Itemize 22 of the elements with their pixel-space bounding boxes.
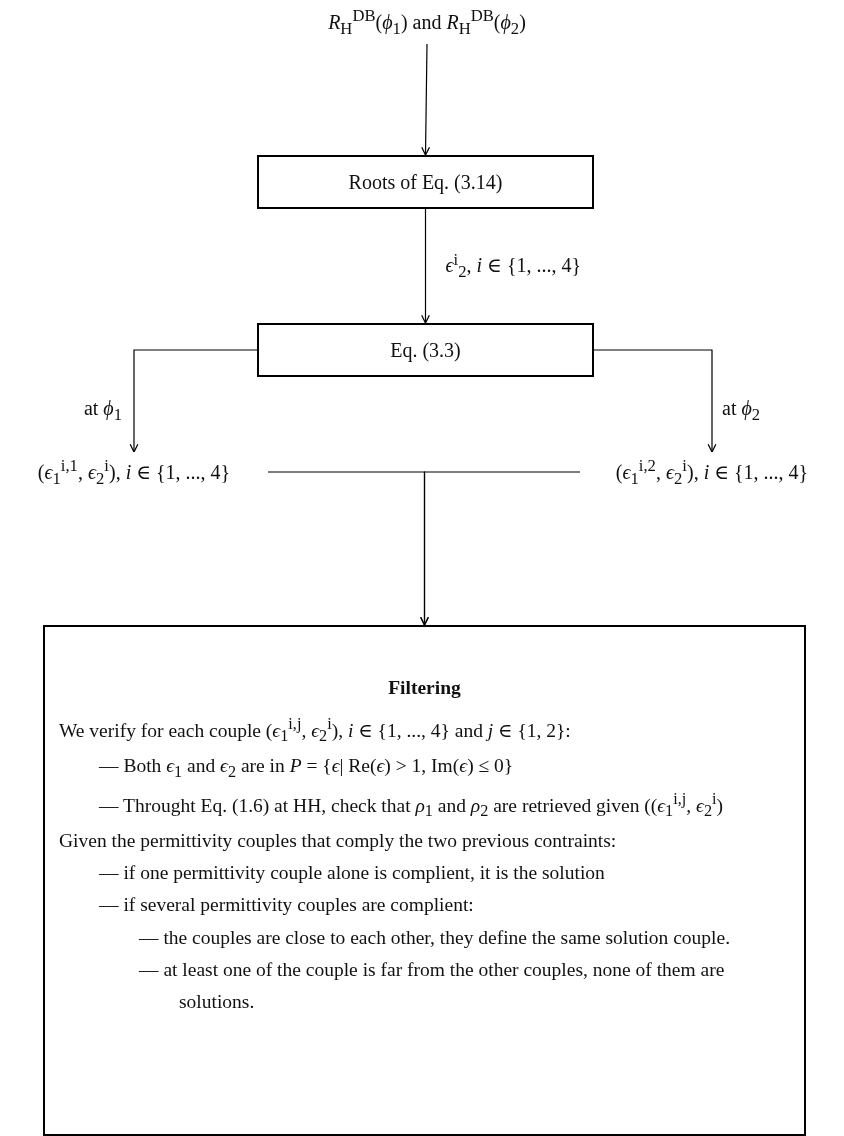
paragraph: Given the permittivity couples that comply the two previous contraints: [59, 829, 618, 854]
panel-heading: Filtering [388, 677, 461, 699]
process-box [257, 155, 594, 209]
list-item: — if several permittivity couples are complient: [98, 893, 475, 918]
filtering-box [43, 625, 806, 1136]
list-item: — the couples are close to each other, they define the same solution couple. [138, 925, 732, 950]
list-item: — Throught Eq. (1.6) at HH, check that ρ$_{1}$ and ρ$_{2}$ are retrieved given ((ϵ$_{1}$$^{i,j}$, ϵ$_{2}$$^{i}$) [98, 788, 725, 823]
box-label: Eq. (3.3) [390, 338, 461, 362]
box-label: Roots of Eq. (3.14) [348, 170, 503, 194]
math-expression: (ϵ$_{1}$$^{i,1}$, ϵ$_{2}$$^{i}$), i ∈ {1, ..., 4} [37, 455, 231, 489]
paragraph: We verify for each couple (ϵ$_{1}$$^{i,j}$, ϵ$_{2}$$^{i}$), i ∈ {1, ..., 4} and j ∈ {1, 2}: [59, 714, 572, 748]
math-expression: R$_{H}$$^{DB}$(ϕ$_{1}$) and R$_{H}$$^{DB}$(ϕ$_{2}$) [328, 5, 526, 39]
list-item: — if one permittivity couple alone is complient, it is the solution [98, 861, 606, 886]
arrow [421, 43, 431, 156]
list-item: — at least one of the couple is far from the other couples, none of them are solutions. [138, 957, 726, 1014]
process-box [257, 323, 594, 377]
math-expression: (ϵ$_{1}$$^{i,2}$, ϵ$_{2}$$^{i}$), i ∈ {1, ..., 4} [615, 455, 809, 489]
arrow [593, 349, 717, 453]
arrow [421, 208, 430, 324]
arrow [420, 471, 581, 626]
arrow [129, 349, 258, 453]
list-item: — Both ϵ$_{1}$ and ϵ$_{2}$ are in P = {ϵ| Re(ϵ) > 1, Im(ϵ) ≤ 0} [98, 754, 515, 784]
